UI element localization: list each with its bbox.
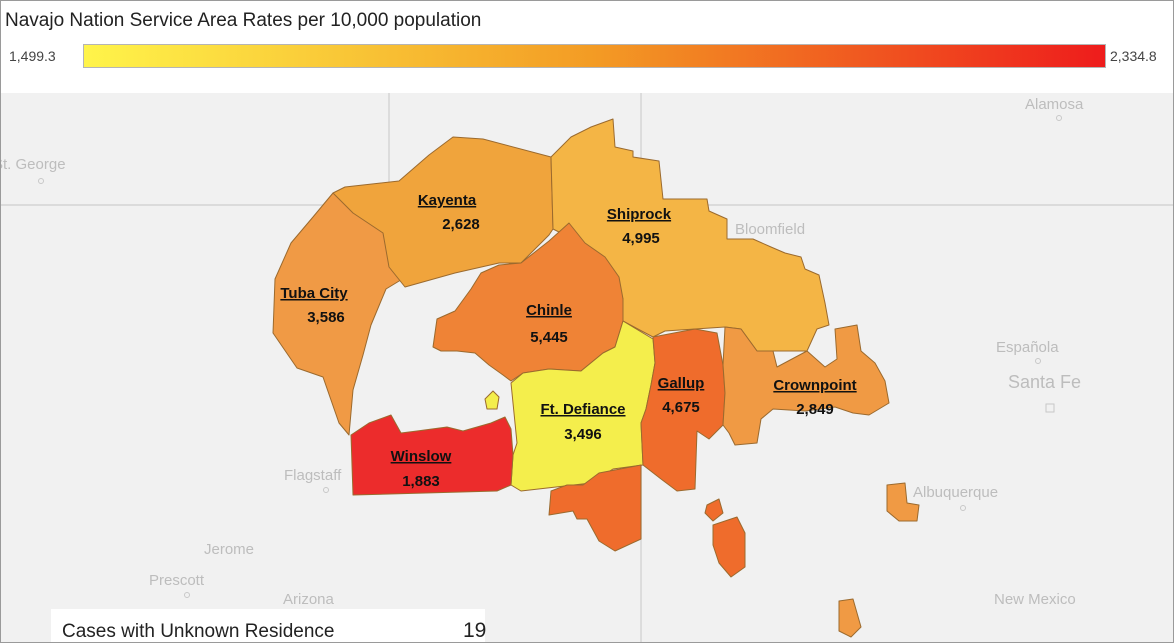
region-chinle[interactable]: [432, 222, 624, 382]
city-dot-espanola: [1035, 358, 1041, 364]
region-name-tuba-city: Tuba City: [280, 285, 348, 302]
region-value-kayenta: 2,628: [442, 216, 480, 233]
city-label-prescott: Prescott: [149, 572, 205, 589]
region-labels: Kayenta 2,628 Shiprock 4,995 Tuba City 3…: [280, 192, 856, 490]
legend-max-label: 2,334.8: [1110, 48, 1157, 64]
city-label-flagstaff: Flagstaff: [284, 467, 342, 484]
region-winslow[interactable]: [350, 414, 514, 496]
navajo-nation-map[interactable]: Alamosa St. George Bloomfield Española S…: [1, 93, 1173, 642]
city-label-santa-fe: Santa Fe: [1008, 372, 1081, 392]
region-value-tuba-city: 3,586: [307, 309, 345, 326]
city-label-arizona: Arizona: [283, 591, 335, 608]
region-name-ft-defiance: Ft. Defiance: [540, 401, 625, 418]
city-dot-flagstaff: [323, 487, 329, 493]
region-gallup[interactable]: [640, 328, 726, 492]
city-label-jerome: Jerome: [204, 541, 254, 558]
region-value-shiprock: 4,995: [622, 230, 660, 247]
city-dot-st-george: [38, 178, 44, 184]
city-dot-albuquerque: [960, 505, 966, 511]
unknown-residence-count: 19: [463, 619, 487, 642]
region-name-kayenta: Kayenta: [418, 192, 477, 209]
region-value-winslow: 1,883: [402, 473, 440, 490]
city-dot-alamosa: [1056, 115, 1062, 121]
region-gallup-south[interactable]: [548, 464, 642, 552]
region-value-crownpoint: 2,849: [796, 401, 834, 418]
city-label-albuquerque: Albuquerque: [913, 484, 998, 501]
region-name-winslow: Winslow: [391, 448, 452, 465]
map-title: Navajo Nation Service Area Rates per 10,…: [5, 10, 482, 31]
legend-min-label: 1,499.3: [9, 48, 56, 64]
region-gallup-east-parcel[interactable]: [712, 516, 746, 578]
region-kayenta[interactable]: [332, 136, 554, 288]
region-value-chinle: 5,445: [530, 329, 568, 346]
region-crownpoint[interactable]: [722, 324, 890, 446]
unknown-residence-panel: Cases with Unknown Residence 19: [51, 609, 487, 642]
city-label-alamosa: Alamosa: [1025, 96, 1084, 113]
region-name-shiprock: Shiprock: [607, 206, 672, 223]
city-label-espanola: Española: [996, 339, 1059, 356]
region-crownpoint-parcel-south[interactable]: [838, 598, 862, 638]
region-value-ft-defiance: 3,496: [564, 426, 602, 443]
region-ft-defiance-island[interactable]: [484, 390, 500, 410]
city-label-st-george: St. George: [1, 156, 66, 173]
region-name-gallup: Gallup: [658, 375, 705, 392]
city-label-new-mexico: New Mexico: [994, 591, 1076, 608]
region-gallup-small-parcel[interactable]: [704, 498, 724, 522]
city-label-bloomfield: Bloomfield: [735, 221, 805, 238]
map-svg[interactable]: Alamosa St. George Bloomfield Española S…: [1, 93, 1173, 642]
color-legend-bar: [83, 44, 1106, 68]
region-value-gallup: 4,675: [662, 399, 700, 416]
unknown-residence-label: Cases with Unknown Residence: [62, 621, 335, 642]
region-crownpoint-parcel-east[interactable]: [886, 482, 920, 522]
city-dot-prescott: [184, 592, 190, 598]
city-labels: Alamosa St. George Bloomfield Española S…: [1, 96, 1084, 608]
capital-marker-santa-fe: [1045, 403, 1055, 413]
region-name-crownpoint: Crownpoint: [773, 377, 856, 394]
service-area-regions[interactable]: [272, 118, 920, 638]
region-name-chinle: Chinle: [526, 302, 572, 319]
